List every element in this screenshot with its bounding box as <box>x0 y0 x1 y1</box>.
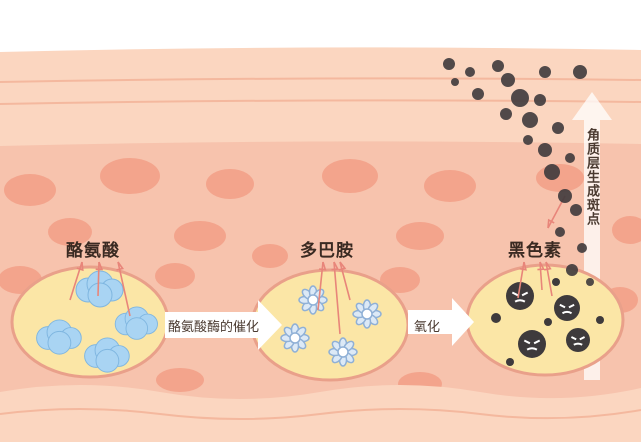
up-arrow-icon <box>572 92 612 380</box>
dermis-blob <box>48 218 92 246</box>
up-arrow-icon <box>339 261 351 301</box>
melanin-particles <box>491 278 604 366</box>
dot-icon <box>552 278 560 286</box>
tyrosine-particles <box>36 270 158 373</box>
dot-icon <box>558 189 572 203</box>
label-dopamine: 多巴胺 <box>300 241 354 261</box>
dermis-blob <box>206 169 254 199</box>
dot-icon <box>573 65 587 79</box>
spot-particles <box>443 58 594 286</box>
label-tyrosine: 酪氨酸 <box>66 241 120 261</box>
dot-icon <box>501 73 515 87</box>
flower-icon <box>328 337 358 367</box>
dot-icon <box>443 58 455 70</box>
dot-icon <box>552 122 564 134</box>
oxidation-arrow-icon <box>408 298 474 346</box>
dot-icon <box>544 318 552 326</box>
dot-icon <box>566 264 578 276</box>
layer-line <box>0 99 641 105</box>
dermis-blob <box>322 159 378 193</box>
dermis-blob <box>252 244 288 268</box>
dermis-cells <box>0 158 641 396</box>
dot-icon <box>523 135 533 145</box>
upward-arrows <box>69 195 566 335</box>
dot-icon <box>465 67 475 77</box>
up-arrow-icon <box>97 261 100 297</box>
dermis-blob <box>174 221 226 251</box>
dot-icon <box>539 66 551 78</box>
dot-icon <box>522 112 538 128</box>
dot-icon <box>500 108 512 120</box>
dermis-blob <box>156 368 204 392</box>
up-arrow-icon <box>539 261 543 291</box>
dot-icon <box>534 94 546 106</box>
dot-icon <box>570 204 582 216</box>
layer-line <box>0 408 641 420</box>
dot-icon <box>491 313 501 323</box>
angry-face-icon <box>566 328 590 352</box>
dot-icon <box>555 227 565 237</box>
label-catalysis: 酪氨酸酶的催化 <box>168 320 260 335</box>
layer-line <box>0 77 641 83</box>
dot-icon <box>577 243 587 253</box>
dot-icon <box>586 278 594 286</box>
flower-icon <box>298 285 328 315</box>
up-arrow-icon <box>545 261 553 297</box>
dermis-blob <box>612 216 641 244</box>
dermis-blob <box>100 158 160 194</box>
dermis-blob <box>396 222 444 250</box>
up-arrow-icon <box>333 261 341 335</box>
dot-icon <box>506 358 514 366</box>
dermis-blob <box>155 263 195 289</box>
dot-icon <box>492 60 504 72</box>
dot-icon <box>511 89 529 107</box>
flower-icon <box>280 323 310 353</box>
dot-icon <box>538 143 552 157</box>
dot-icon <box>596 316 604 324</box>
cloud-icon <box>36 319 82 355</box>
label-spots: 角质层生成斑点 <box>584 128 599 226</box>
label-melanin: 黑色素 <box>508 241 562 261</box>
up-arrow-icon <box>517 261 525 299</box>
dermis-blob <box>536 164 584 192</box>
angry-face-icon <box>506 282 534 310</box>
catalysis-arrow-icon <box>165 300 282 350</box>
dermis-blob <box>424 170 476 202</box>
dot-icon <box>472 88 484 100</box>
angry-face-icon <box>518 330 546 358</box>
dot-icon <box>565 153 575 163</box>
dermis-blob <box>380 267 420 293</box>
dot-icon <box>544 164 560 180</box>
cloud-icon <box>114 306 158 340</box>
up-arrow-icon <box>117 261 131 317</box>
dot-icon <box>451 78 459 86</box>
flower-icon <box>352 299 382 329</box>
cloud-icon <box>75 270 124 308</box>
angry-face-icon <box>554 295 580 321</box>
dermis-blob <box>4 174 56 206</box>
label-oxidation: 氧化 <box>414 320 441 335</box>
cloud-icon <box>84 337 130 373</box>
